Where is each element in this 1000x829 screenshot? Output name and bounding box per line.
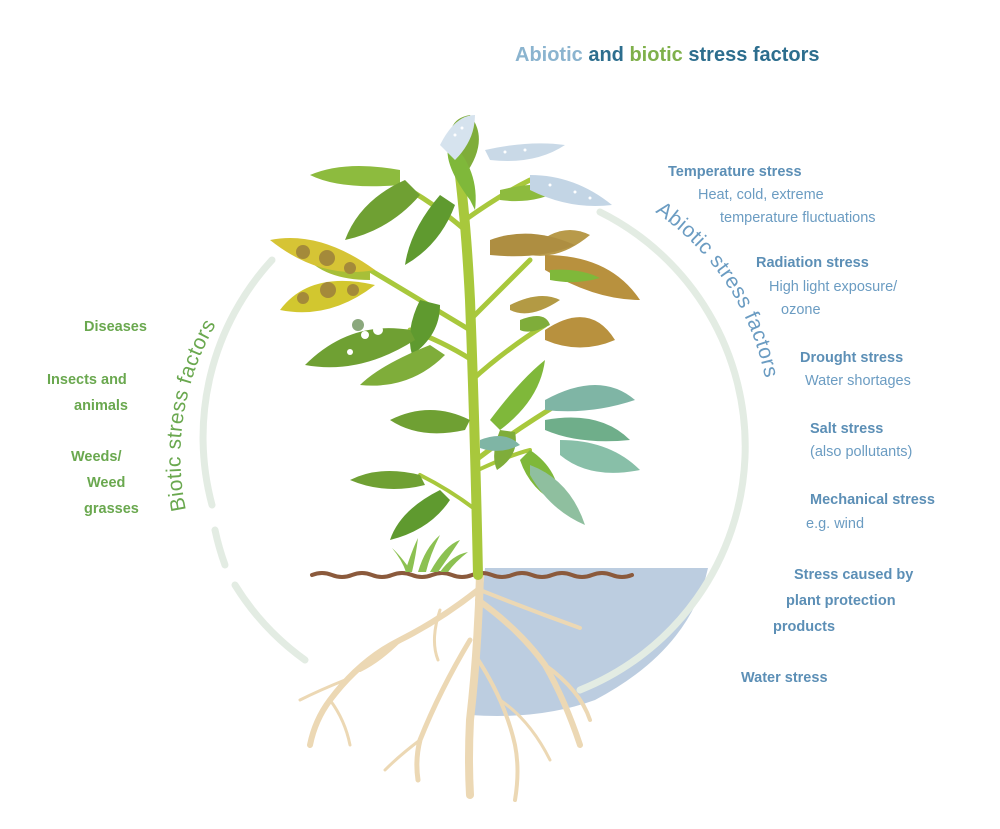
abiotic-protection-title-2: plant protection xyxy=(786,593,896,609)
biotic-insects-line-2: animals xyxy=(74,398,128,414)
abiotic-protection-title-3: products xyxy=(773,619,836,635)
abiotic-drought-detail: Water shortages xyxy=(805,373,911,389)
abiotic-radiation-title: Radiation stress xyxy=(756,255,869,271)
abiotic-protection-title-1: Stress caused by xyxy=(794,567,914,583)
weed-grass xyxy=(392,535,468,572)
soil-line xyxy=(310,571,634,579)
roots xyxy=(298,571,592,802)
abiotic-mechanical-detail: e.g. wind xyxy=(806,516,865,532)
abiotic-temperature-detail-1: Heat, cold, extreme xyxy=(698,187,824,203)
biotic-weeds-line-2: Weed xyxy=(87,475,126,491)
abiotic-salt-detail: (also pollutants) xyxy=(810,444,913,460)
abiotic-mechanical-title: Mechanical stress xyxy=(810,492,935,508)
leaves-brown xyxy=(490,230,640,348)
ring-dash-2 xyxy=(231,581,309,664)
arc-label-biotic: Biotic stress factors xyxy=(162,315,220,513)
abiotic-temperature-title: Temperature stress xyxy=(668,164,802,180)
biotic-weeds-line-3: grasses xyxy=(84,501,139,517)
abiotic-radiation-detail-1: High light exposure/ xyxy=(769,279,898,295)
biotic-insects-line-1: Insects and xyxy=(47,372,127,388)
abiotic-radiation-detail-2: ozone xyxy=(781,302,821,318)
abiotic-temperature-detail-2: temperature fluctuations xyxy=(720,210,876,226)
biotic-weeds-line-1: Weeds/ xyxy=(71,449,122,465)
ring-abiotic-arc xyxy=(576,208,749,694)
title-word-abiotic: Abiotic xyxy=(515,44,583,66)
abiotic-water-title: Water stress xyxy=(741,670,828,686)
title-word-biotic: biotic xyxy=(629,44,683,66)
leaves-diseased xyxy=(270,238,375,313)
water-area xyxy=(470,568,708,716)
title-word-rest: stress factors xyxy=(688,44,820,66)
abiotic-salt-title: Salt stress xyxy=(810,421,884,437)
leaf-insect-damage xyxy=(347,319,383,355)
ring-dash-1 xyxy=(211,526,229,569)
abiotic-drought-title: Drought stress xyxy=(800,350,904,366)
diagram-title: Abiotic and biotic stress factors xyxy=(515,44,820,67)
title-word-and: and xyxy=(588,44,624,66)
ring-biotic-arc xyxy=(199,256,276,509)
leaves-frost xyxy=(440,115,612,206)
leaves-green xyxy=(300,115,565,540)
biotic-diseases: Diseases xyxy=(84,319,147,335)
leaves-teal xyxy=(480,385,640,525)
